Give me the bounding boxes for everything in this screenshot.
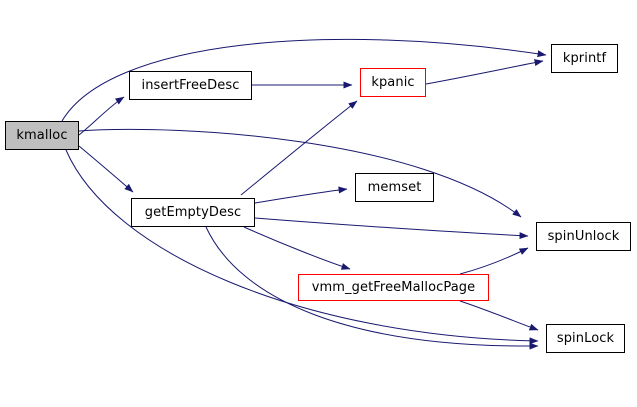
node-kprintf[interactable]: kprintf [551,44,618,73]
call-edge-kmalloc-to-insertFreeDesc [78,96,125,136]
call-edge-kmalloc-to-spinLock [65,149,539,345]
call-edge-kpanic-to-kprintf [425,59,544,85]
call-edge-vmm_getFreeMallocPage-to-spinLock [459,300,539,331]
call-edge-kmalloc-to-getEmptyDesc [78,145,134,193]
node-label: kpanic [371,75,415,90]
node-label: spinUnlock [547,229,620,244]
call-edge-getEmptyDesc-to-memset [254,186,348,204]
node-label: getEmptyDesc [144,205,242,220]
node-insertFreeDesc[interactable]: insertFreeDesc [129,71,252,100]
call-edge-vmm_getFreeMallocPage-to-spinUnlock [459,247,529,275]
node-label: spinLock [556,331,615,346]
call-edge-getEmptyDesc-to-kpanic [240,100,358,196]
node-kpanic[interactable]: kpanic [360,68,426,97]
node-label: insertFreeDesc [141,78,240,93]
node-memset[interactable]: memset [355,173,434,202]
node-vmm_getFreeMallocPage[interactable]: vmm_getFreeMallocPage [298,274,489,301]
call-edge-getEmptyDesc-to-spinLock [205,226,539,350]
call-edge-kmalloc-to-kprintf [61,38,547,122]
node-spinLock[interactable]: spinLock [546,324,625,353]
node-label: kprintf [562,51,607,66]
call-edge-kmalloc-to-spinUnlock [78,128,522,218]
node-kmalloc[interactable]: kmalloc [5,121,79,150]
call-edge-getEmptyDesc-to-spinUnlock [254,217,529,240]
node-label: vmm_getFreeMallocPage [311,280,476,295]
node-getEmptyDesc[interactable]: getEmptyDesc [131,198,255,227]
call-edge-getEmptyDesc-to-vmm_getFreeMallocPage [243,226,351,270]
call-edges [61,38,547,350]
node-spinUnlock[interactable]: spinUnlock [536,222,631,251]
node-label: memset [367,180,422,195]
node-label: kmalloc [16,128,68,143]
